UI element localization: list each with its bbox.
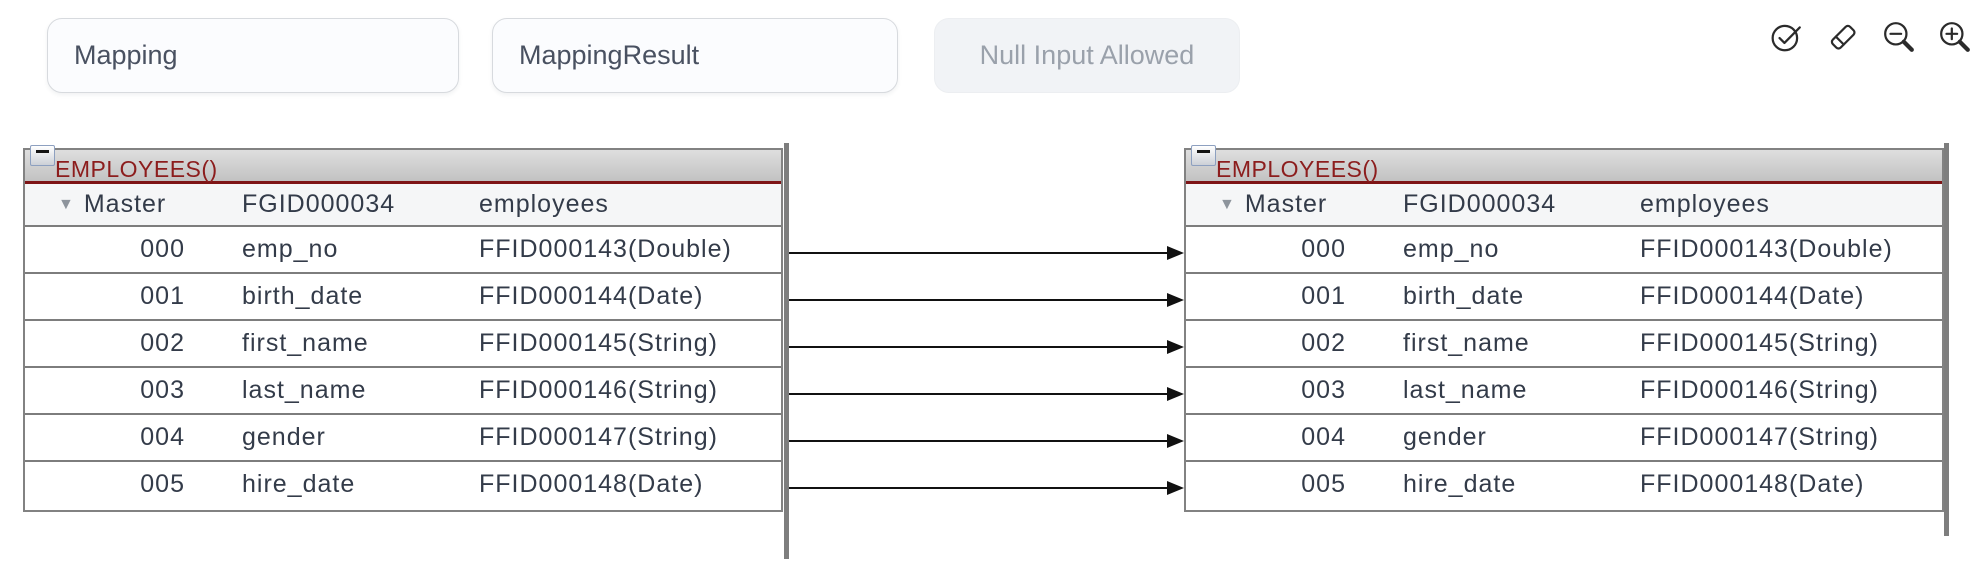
master-group-id: FGID000034	[1403, 190, 1557, 218]
master-label: Master	[83, 190, 167, 218]
target-table-title: EMPLOYEES()	[1216, 156, 1379, 182]
mapping-arrow[interactable]	[789, 246, 1184, 260]
field-name: hire_date	[1403, 470, 1517, 498]
field-row[interactable]: 005 hire_date FFID000148(Date)	[25, 462, 781, 507]
field-index: 004	[140, 423, 185, 451]
arrow-head-icon	[1167, 340, 1184, 354]
field-index: 002	[1301, 329, 1346, 357]
field-name: last_name	[1403, 376, 1528, 404]
master-label: Master	[1244, 190, 1328, 218]
field-row[interactable]: 002 first_name FFID000145(String)	[25, 321, 781, 368]
field-index: 000	[140, 235, 185, 263]
field-type-id: FFID000148(Date)	[1640, 470, 1865, 498]
mapping-arrow[interactable]	[789, 340, 1184, 354]
field-row[interactable]: 005 hire_date FFID000148(Date)	[1186, 462, 1942, 507]
field-row[interactable]: 001 birth_date FFID000144(Date)	[1186, 274, 1942, 321]
collapse-triangle-icon[interactable]: ▼	[58, 195, 75, 213]
null-input-allowed-chip: Null Input Allowed	[934, 18, 1240, 93]
field-index: 002	[140, 329, 185, 357]
zoom-out-icon[interactable]	[1882, 20, 1916, 54]
arrow-head-icon	[1167, 387, 1184, 401]
field-type-id: FFID000146(String)	[479, 376, 718, 404]
mapping-arrow[interactable]	[789, 293, 1184, 307]
field-index: 001	[140, 282, 185, 310]
field-name: last_name	[242, 376, 367, 404]
field-type-id: FFID000148(Date)	[479, 470, 704, 498]
toolbar-icons	[1770, 20, 1972, 54]
field-name: birth_date	[1403, 282, 1525, 310]
source-table-panel[interactable]: EMPLOYEES() ▼ Master FGID000034 employee…	[23, 145, 783, 512]
field-index: 005	[1301, 470, 1346, 498]
field-name: hire_date	[242, 470, 356, 498]
field-type-id: FFID000145(String)	[1640, 329, 1879, 357]
target-table-header[interactable]: EMPLOYEES()	[1186, 145, 1942, 184]
arrow-head-icon	[1167, 246, 1184, 260]
target-field-rows: 000 emp_no FFID000143(Double) 001 birth_…	[1186, 227, 1942, 507]
arrow-shaft	[789, 346, 1172, 348]
field-index: 004	[1301, 423, 1346, 451]
field-type-id: FFID000143(Double)	[479, 235, 732, 263]
arrow-head-icon	[1167, 434, 1184, 448]
field-type-id: FFID000146(String)	[1640, 376, 1879, 404]
arrow-shaft	[789, 393, 1172, 395]
mapping-result-input[interactable]	[492, 18, 898, 93]
collapse-expander-icon[interactable]	[1191, 145, 1216, 166]
target-table-panel[interactable]: EMPLOYEES() ▼ Master FGID000034 employee…	[1184, 145, 1944, 512]
field-row[interactable]: 000 emp_no FFID000143(Double)	[1186, 227, 1942, 274]
target-master-row[interactable]: ▼ Master FGID000034 employees	[1186, 184, 1942, 227]
arrow-head-icon	[1167, 293, 1184, 307]
collapse-expander-icon[interactable]	[30, 145, 55, 166]
validate-check-icon[interactable]	[1770, 20, 1804, 54]
field-name: first_name	[242, 329, 369, 357]
source-table-header[interactable]: EMPLOYEES()	[25, 145, 781, 184]
field-row[interactable]: 002 first_name FFID000145(String)	[1186, 321, 1942, 368]
field-name: gender	[1403, 423, 1487, 451]
field-row[interactable]: 003 last_name FFID000146(String)	[1186, 368, 1942, 415]
source-table-title: EMPLOYEES()	[55, 156, 218, 182]
source-field-rows: 000 emp_no FFID000143(Double) 001 birth_…	[25, 227, 781, 507]
zoom-in-icon[interactable]	[1938, 20, 1972, 54]
mapping-name-input[interactable]	[47, 18, 459, 93]
field-type-id: FFID000143(Double)	[1640, 235, 1893, 263]
field-index: 003	[1301, 376, 1346, 404]
field-type-id: FFID000145(String)	[479, 329, 718, 357]
arrow-head-icon	[1167, 481, 1184, 495]
source-panel-divider	[784, 143, 789, 559]
field-type-id: FFID000147(String)	[1640, 423, 1879, 451]
mapping-arrow[interactable]	[789, 434, 1184, 448]
field-name: emp_no	[242, 235, 339, 263]
master-dataset-name: employees	[479, 190, 609, 218]
field-row[interactable]: 003 last_name FFID000146(String)	[25, 368, 781, 415]
field-index: 000	[1301, 235, 1346, 263]
collapse-triangle-icon[interactable]: ▼	[1219, 195, 1236, 213]
field-index: 003	[140, 376, 185, 404]
field-row[interactable]: 001 birth_date FFID000144(Date)	[25, 274, 781, 321]
arrow-shaft	[789, 487, 1172, 489]
arrow-shaft	[789, 440, 1172, 442]
field-type-id: FFID000144(Date)	[479, 282, 704, 310]
field-type-id: FFID000144(Date)	[1640, 282, 1865, 310]
field-name: birth_date	[242, 282, 364, 310]
eraser-icon[interactable]	[1826, 20, 1860, 54]
arrow-shaft	[789, 252, 1172, 254]
field-name: emp_no	[1403, 235, 1500, 263]
field-row[interactable]: 000 emp_no FFID000143(Double)	[25, 227, 781, 274]
field-row[interactable]: 004 gender FFID000147(String)	[1186, 415, 1942, 462]
field-type-id: FFID000147(String)	[479, 423, 718, 451]
mapping-arrow[interactable]	[789, 481, 1184, 495]
field-name: first_name	[1403, 329, 1530, 357]
field-index: 001	[1301, 282, 1346, 310]
source-master-row[interactable]: ▼ Master FGID000034 employees	[25, 184, 781, 227]
master-dataset-name: employees	[1640, 190, 1770, 218]
field-name: gender	[242, 423, 326, 451]
mapping-arrow[interactable]	[789, 387, 1184, 401]
field-index: 005	[140, 470, 185, 498]
field-row[interactable]: 004 gender FFID000147(String)	[25, 415, 781, 462]
arrow-shaft	[789, 299, 1172, 301]
master-group-id: FGID000034	[242, 190, 396, 218]
target-panel-divider	[1944, 143, 1949, 536]
